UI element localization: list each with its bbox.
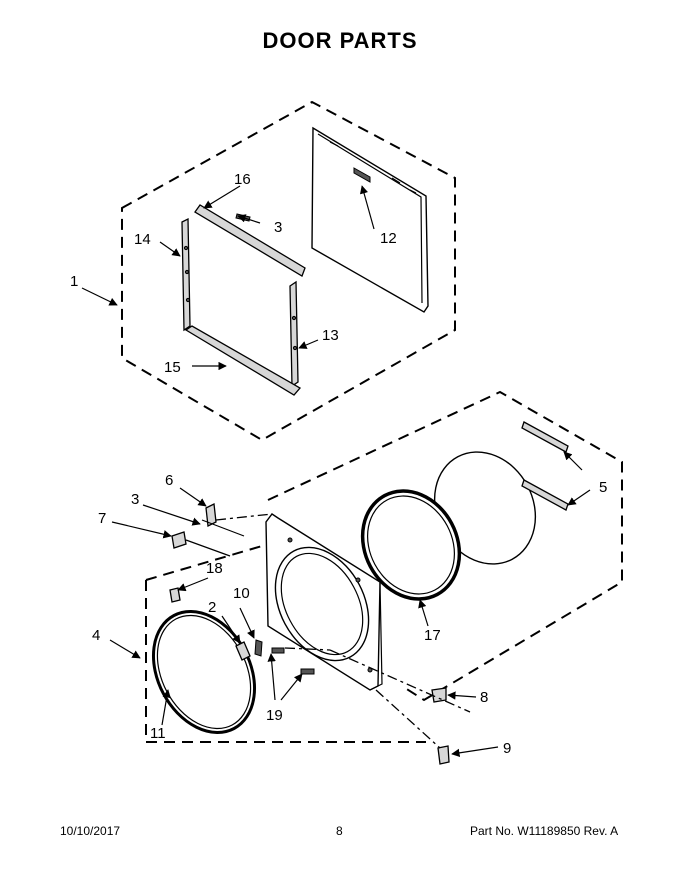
callout-11: 11 (150, 725, 166, 742)
footer-date: 10/10/2017 (60, 824, 121, 838)
callout-labels: 1 2 3 3 4 5 6 7 8 9 10 11 12 13 14 15 16… (70, 171, 607, 757)
callout-19: 19 (266, 707, 283, 724)
callout-8: 8 (480, 689, 488, 706)
page-title: DOOR PARTS (262, 28, 418, 53)
leader-lines (81, 185, 591, 758)
callout-7: 7 (98, 510, 106, 527)
door-gasket-17 (360, 489, 462, 601)
callout-17: 17 (424, 627, 441, 644)
callout-12: 12 (380, 230, 397, 247)
callout-15: 15 (164, 359, 181, 376)
callout-13: 13 (322, 327, 339, 344)
callout-3-upper: 3 (274, 219, 282, 236)
callout-10: 10 (233, 585, 250, 602)
callout-14: 14 (134, 231, 151, 248)
callout-2: 2 (208, 599, 216, 616)
door-frame-assembly (181, 204, 306, 396)
callout-9: 9 (503, 740, 511, 757)
footer-page-number: 8 (336, 824, 343, 838)
footer-part-number: Part No. W11189850 Rev. A (470, 824, 619, 838)
callout-18: 18 (206, 560, 223, 577)
assembly-outline-4 (145, 545, 426, 743)
inner-door-frame (265, 513, 383, 691)
callout-4: 4 (92, 627, 100, 644)
callout-1: 1 (70, 273, 78, 290)
alignment-lines (215, 513, 471, 749)
assembly-outline-1 (121, 100, 456, 442)
callout-6: 6 (165, 472, 173, 489)
small-parts (169, 503, 450, 765)
callout-16: 16 (234, 171, 251, 188)
callout-5: 5 (599, 479, 607, 496)
assembly-outline-inner (267, 390, 623, 702)
callout-3-lower: 3 (131, 491, 139, 508)
door-panel-12 (311, 126, 429, 313)
